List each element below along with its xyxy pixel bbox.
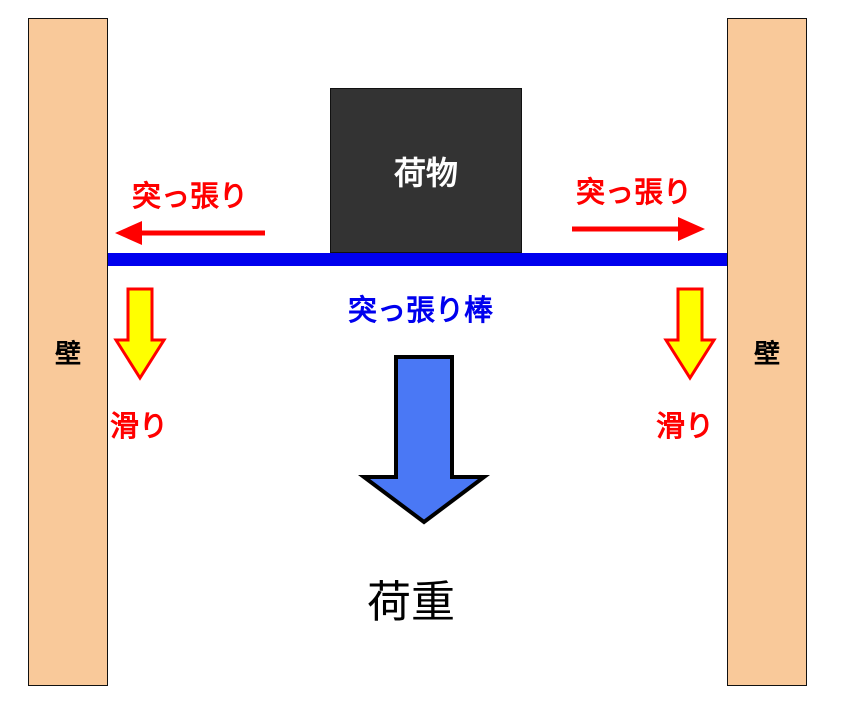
wall-left: 壁 [28, 18, 108, 686]
slip-arrow-left-icon [113, 287, 167, 381]
rod-label: 突っ張り棒 [348, 293, 494, 327]
push-label-left: 突っ張り [132, 179, 249, 213]
slip-label-left: 滑り [110, 409, 169, 443]
cargo-box: 荷物 [330, 88, 522, 253]
wall-right: 壁 [727, 18, 807, 686]
push-label-right: 突っ張り [576, 175, 693, 209]
slip-label-right: 滑り [656, 409, 715, 443]
load-label: 荷重 [367, 577, 455, 628]
slip-arrow-right-icon [663, 287, 717, 381]
push-arrow-left-icon [115, 221, 265, 245]
tension-rod [108, 253, 727, 266]
wall-right-label: 壁 [753, 339, 780, 370]
push-arrow-right-icon [572, 217, 705, 241]
wall-left-label: 壁 [54, 339, 81, 370]
load-arrow-icon [358, 355, 490, 525]
cargo-label: 荷物 [393, 153, 458, 192]
